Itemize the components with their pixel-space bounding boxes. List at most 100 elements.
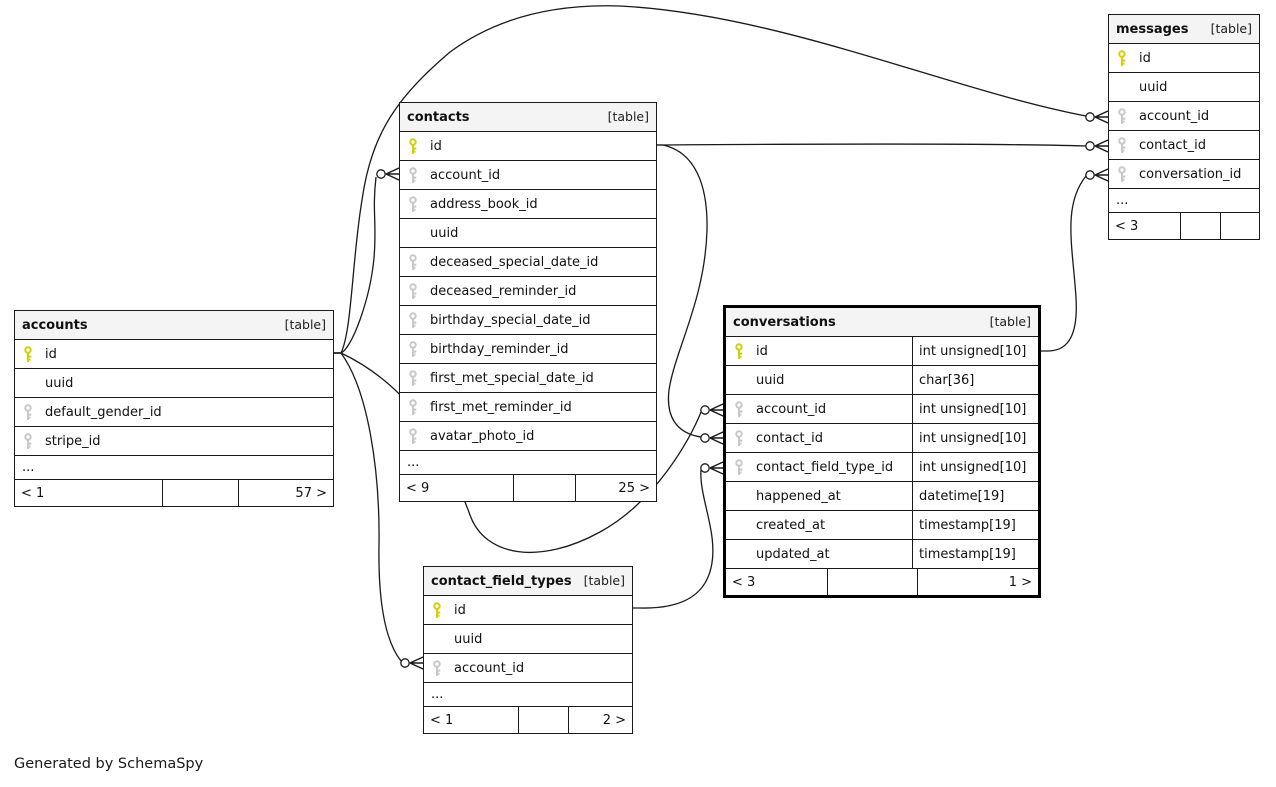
crows-foot-many-marker — [409, 656, 424, 670]
degree-middle-cell — [519, 707, 569, 733]
zero-or-many-circle-marker — [1085, 112, 1095, 122]
primary-key-icon — [1118, 49, 1126, 66]
degree-left-cell: < 1 — [15, 480, 163, 506]
foreign-key-cell — [726, 458, 756, 476]
table-header-accounts[interactable]: accounts[table] — [15, 311, 333, 340]
column-row-uuid: uuid — [400, 219, 656, 248]
degree-left-cell: < 3 — [1109, 213, 1181, 239]
column-type: int unsigned[10] — [912, 395, 1038, 423]
foreign-key-cell — [15, 432, 45, 450]
column-row-account_id: account_id int unsigned[10] — [726, 395, 1038, 424]
table-tag: [table] — [607, 108, 649, 124]
column-row-account_id: account_id — [424, 654, 632, 683]
foreign-key-icon — [409, 398, 417, 415]
degree-left-cell: < 9 — [400, 475, 514, 501]
column-name: address_book_id — [430, 196, 538, 212]
foreign-key-cell — [1109, 165, 1139, 183]
column-name: updated_at — [756, 546, 830, 562]
edge-accounts.id-to-messages.account_id — [334, 5, 1109, 354]
foreign-key-cell — [1109, 136, 1139, 154]
degree-middle-cell — [514, 475, 576, 501]
degree-right-cell — [1221, 213, 1259, 239]
primary-key-icon — [735, 342, 743, 359]
foreign-key-icon — [409, 253, 417, 270]
foreign-key-icon — [1118, 136, 1126, 153]
column-name-cell: deceased_special_date_id — [400, 248, 656, 276]
column-name-cell: uuid — [15, 369, 333, 397]
table-tag: [table] — [284, 316, 326, 332]
foreign-key-icon — [409, 166, 417, 183]
foreign-key-icon — [409, 340, 417, 357]
column-name: deceased_special_date_id — [430, 254, 599, 270]
table-header-contacts[interactable]: contacts[table] — [400, 103, 656, 132]
zero-or-many-circle-marker — [1085, 141, 1095, 151]
column-name-cell: account_id — [400, 161, 656, 189]
column-name: uuid — [1139, 79, 1168, 95]
table-contacts[interactable]: contacts[table] id account_id address_book_… — [399, 102, 657, 502]
foreign-key-icon — [24, 432, 32, 449]
column-name: id — [756, 343, 768, 359]
column-name: account_id — [454, 660, 525, 676]
column-name-cell: contact_id — [1109, 131, 1259, 159]
column-name-cell: account_id — [424, 654, 632, 682]
crows-foot-many-marker — [385, 167, 400, 181]
column-name-cell: avatar_photo_id — [400, 422, 656, 450]
primary-key-cell — [15, 345, 45, 363]
foreign-key-cell — [15, 403, 45, 421]
degree-right-cell: 2 > — [602, 712, 626, 728]
column-name: account_id — [430, 167, 501, 183]
table-header-conversations[interactable]: conversations[table] — [726, 308, 1038, 337]
column-row-uuid: uuid — [424, 625, 632, 654]
edge-accounts.id-to-contacts.account_id — [334, 167, 400, 354]
column-name: contact_field_type_id — [756, 459, 894, 475]
column-row-birthday_special_date_id: birthday_special_date_id — [400, 306, 656, 335]
crows-foot-many-marker — [1094, 139, 1109, 153]
table-header-contact_field_types[interactable]: contact_field_types[table] — [424, 567, 632, 596]
column-name: uuid — [756, 372, 785, 388]
column-name-cell: updated_at — [726, 540, 912, 568]
ellipsis-row: ... — [400, 451, 656, 475]
column-name: account_id — [756, 401, 827, 417]
degree-left-cell: < 3 — [726, 569, 828, 595]
column-row-id: id — [1109, 44, 1259, 73]
column-name-cell: account_id — [726, 395, 912, 423]
column-row-contact_id: contact_id — [1109, 131, 1259, 160]
zero-or-many-circle-marker — [376, 169, 386, 179]
column-name-cell: first_met_reminder_id — [400, 393, 656, 421]
degree-footer: < 3 — [1109, 213, 1259, 239]
column-name: contact_id — [1139, 137, 1207, 153]
column-row-id: id — [400, 132, 656, 161]
foreign-key-icon — [409, 195, 417, 212]
column-name-cell: happened_at — [726, 482, 912, 510]
foreign-key-icon — [1118, 165, 1126, 182]
table-header-messages[interactable]: messages[table] — [1109, 15, 1259, 44]
primary-key-cell — [424, 601, 454, 619]
foreign-key-cell — [400, 398, 430, 416]
column-name-cell: birthday_reminder_id — [400, 335, 656, 363]
column-name: birthday_special_date_id — [430, 312, 591, 328]
degree-footer: < 1 2 > — [424, 707, 632, 733]
ellipsis-row: ... — [424, 683, 632, 707]
degree-right-cell: 25 > — [618, 480, 650, 496]
crows-foot-many-marker — [709, 461, 724, 475]
column-name-cell: birthday_special_date_id — [400, 306, 656, 334]
foreign-key-cell — [726, 429, 756, 447]
column-name: id — [430, 138, 442, 154]
degree-left-cell: < 1 — [424, 707, 519, 733]
foreign-key-cell — [400, 253, 430, 271]
generator-note: Generated by SchemaSpy — [14, 756, 204, 772]
column-type: int unsigned[10] — [912, 424, 1038, 452]
column-name-cell: created_at — [726, 511, 912, 539]
column-type: datetime[19] — [912, 482, 1038, 510]
foreign-key-cell — [726, 400, 756, 418]
edge-contact_field_types.id-to-conversations.contact_field_type_id — [633, 461, 724, 609]
table-name: conversations — [733, 314, 836, 330]
